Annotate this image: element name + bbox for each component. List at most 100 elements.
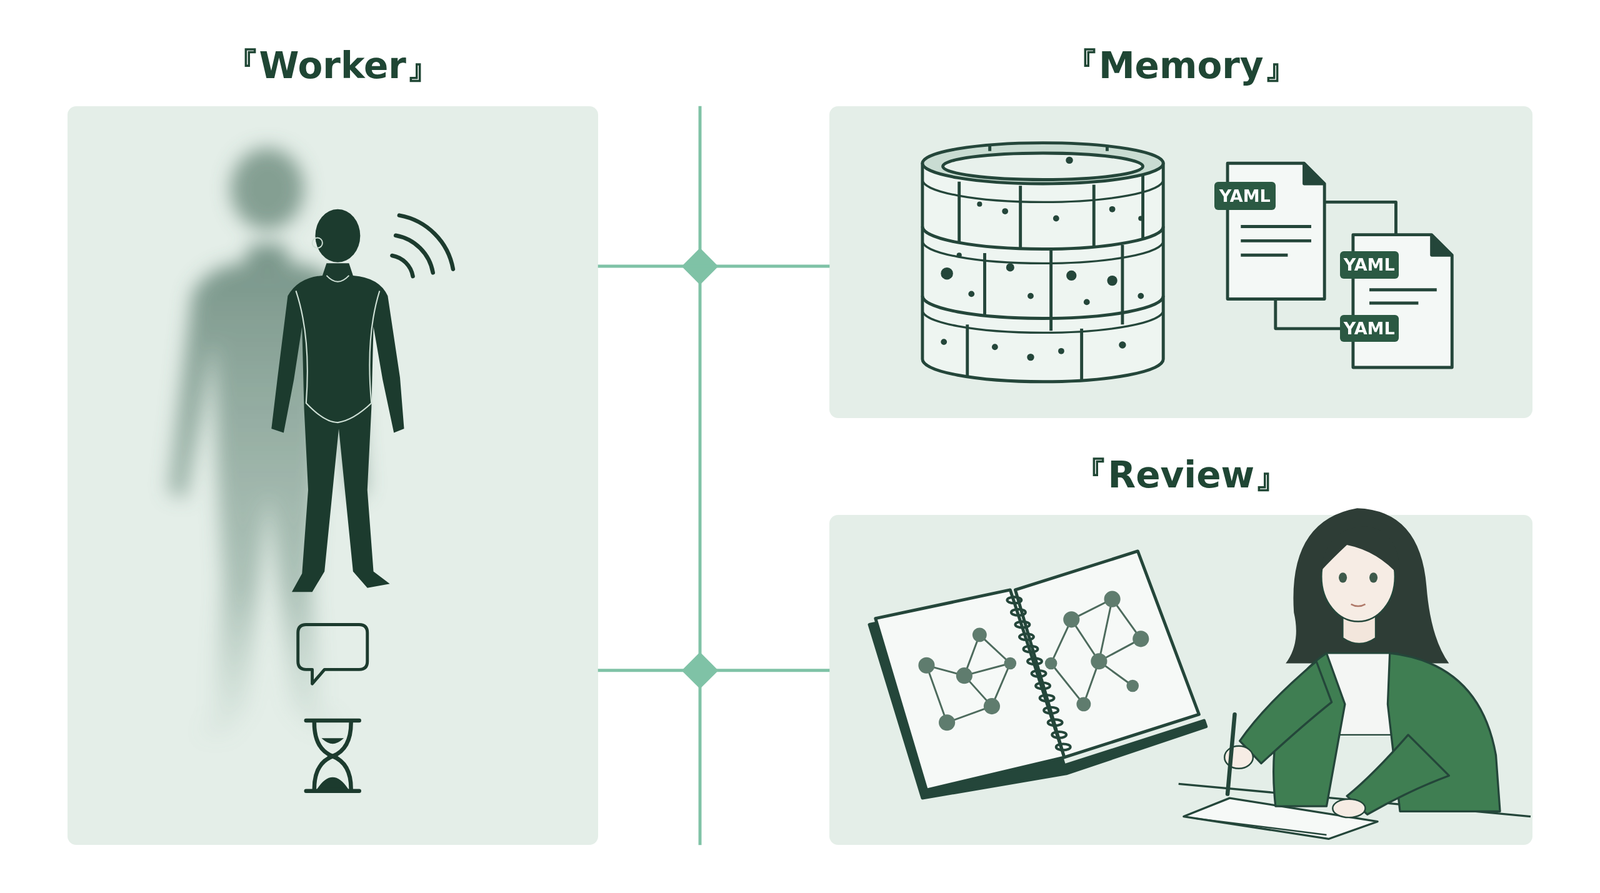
network-graph [1045,657,1058,670]
sound-waves [391,215,453,277]
writing-woman [1195,818,1327,835]
database-cylinder [1120,245,1124,325]
database-cylinder [1105,145,1109,152]
network-graph [938,714,955,731]
worker-figure [312,238,323,249]
network-graph [1076,696,1091,712]
writing-woman [1343,612,1376,644]
notebook [1015,551,1199,758]
database-cylinder [988,145,992,152]
connector-line [598,265,830,269]
network-graph [1004,657,1017,670]
network-graph [926,665,964,676]
notebook-spiral [1056,744,1071,751]
database-cylinder [922,163,1164,382]
network-graph [979,635,1010,664]
yaml-document [1431,235,1453,256]
network-graph [1090,653,1107,670]
sound-waves [395,235,434,274]
database-cylinder [943,153,1144,180]
database-dots [1106,275,1117,286]
panel-box: 『Memory』 [829,106,1533,419]
writing-woman [1338,572,1347,583]
hourglass-icon [306,788,360,794]
database-cylinder [1049,248,1053,331]
hourglass-icon [314,722,333,789]
database-dots [1001,208,1009,215]
network-graph [956,667,973,684]
ghost-figure [230,148,305,230]
speech-bubble [298,624,368,684]
database-dots [1027,293,1034,300]
database-dots [976,201,982,207]
yaml-document [1324,201,1396,235]
notebook-spiral [1015,621,1030,629]
worker-figure [271,209,404,592]
notebook-spiral [1040,695,1055,702]
database-cylinder [983,253,987,317]
ghost-figure [168,244,367,738]
writing-woman [1227,714,1235,794]
yaml-document [1369,288,1437,292]
speech-bubble [298,624,368,684]
database-dots [1137,293,1144,300]
yaml-document [1369,301,1419,305]
yaml-document [1227,163,1452,368]
sound-waves [391,255,413,277]
notebook-spiral [1011,609,1026,616]
junction-diamond [681,248,719,690]
junction-diamond [681,652,719,690]
writing-woman [1285,508,1449,664]
network-graph [1051,663,1084,705]
connector-trunk [699,106,701,845]
panel-box: 『Review』 [829,515,1533,845]
notebook-spiral [1019,633,1034,640]
yaml-document [1353,235,1452,368]
worker-figure [315,209,360,263]
hourglass-icon [332,722,351,789]
worker-figure [326,275,349,282]
panel-heading: 『Worker』 [5,46,661,87]
notebook [869,551,1207,799]
network-graph [991,663,1010,707]
network-graph [1063,611,1080,628]
database-dots [1138,215,1144,221]
writing-woman [1321,531,1395,622]
network-graph [926,665,947,723]
database-dots [940,267,954,280]
database-cylinder [965,324,969,376]
network-graph [918,591,1149,732]
notebook-spiral [1006,596,1070,750]
worker-figure [271,263,404,592]
connector-line [598,668,830,672]
yaml-document [1240,239,1312,243]
connector-trunk [698,106,702,845]
database-dots [1109,206,1116,213]
hourglass-icon [323,738,342,744]
panel-heading: 『Review』 [766,455,1595,496]
network-graph [918,591,1149,732]
database-cylinder [922,226,1164,250]
network-graph [946,706,992,723]
database-cylinder [1080,328,1084,381]
notebook-spiral [1051,731,1067,739]
database-dots [991,343,999,350]
writing-woman [1273,653,1345,807]
network-graph [964,663,1010,677]
panel-heading: 『Memory』 [766,46,1595,87]
writing-woman [1369,572,1378,583]
yaml-document [1240,225,1312,229]
writing-woman [1346,735,1449,815]
database-dots [1053,215,1060,222]
network-graph [1132,630,1149,647]
network-graph [1098,599,1112,662]
database-dots [1065,156,1073,164]
network-graph [972,627,987,642]
ghost-figure [168,148,367,738]
writing-woman [1387,653,1500,812]
writing-woman [1332,799,1365,818]
network-graph [1098,661,1133,686]
database-dots [1118,341,1126,349]
network-graph [1104,591,1121,608]
